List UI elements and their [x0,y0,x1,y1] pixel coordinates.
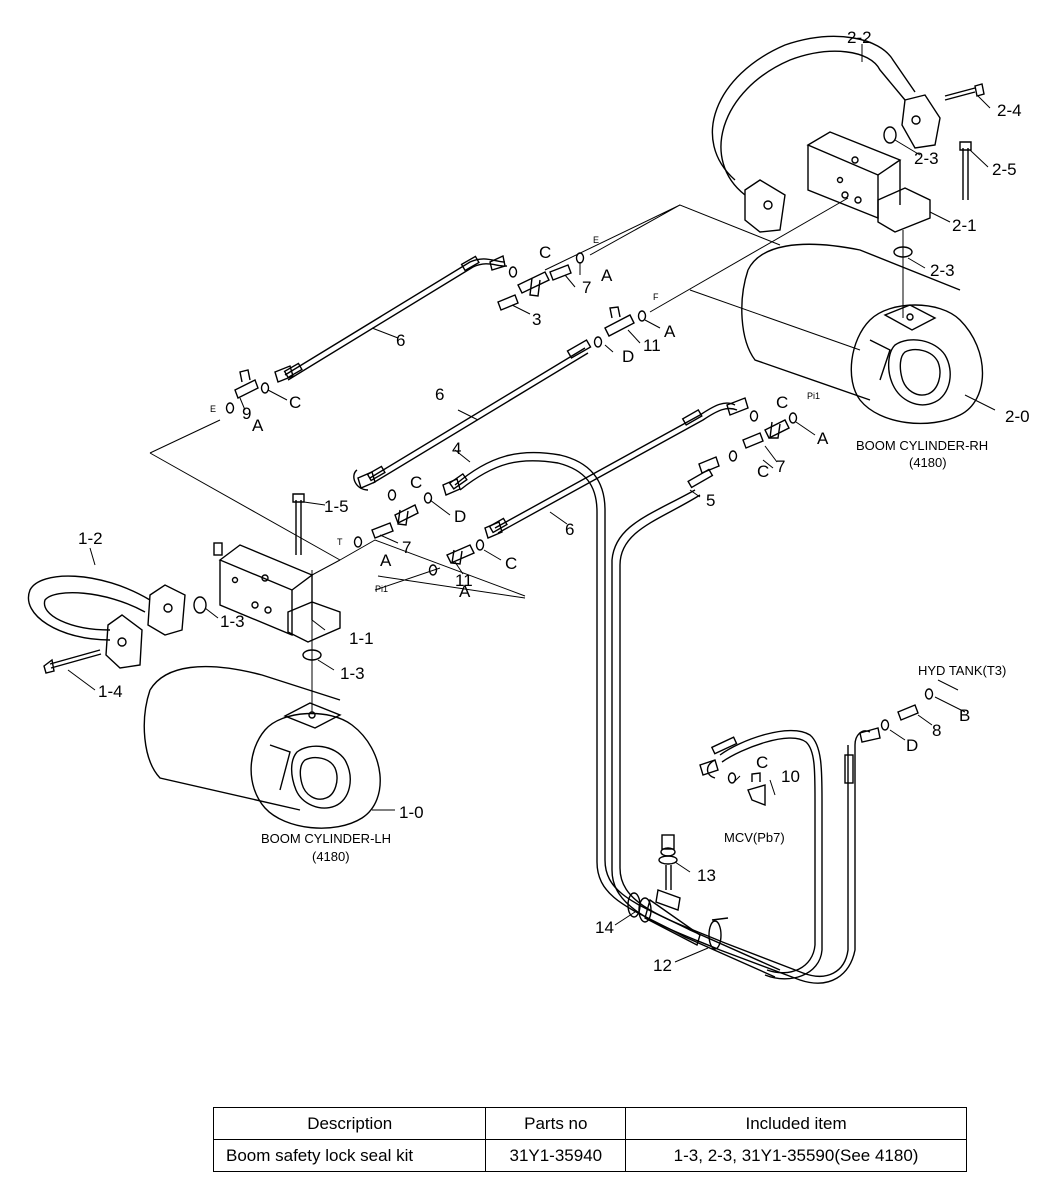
boom-cylinder-rh-ref: (4180) [909,455,947,470]
clamp-assembly [627,834,729,950]
label-seal-c: C [410,473,422,492]
hose-6-middle [353,339,592,491]
boom-cylinder-lh-label: BOOM CYLINDER-LH [261,831,391,846]
label-2-0: 2-0 [1005,407,1030,426]
cell-parts-no: 31Y1-35940 [485,1139,627,1172]
label-1-5: 1-5 [324,497,349,516]
label-3: 3 [532,310,541,329]
reference-lines [149,197,904,712]
part-labels: 2-2 2-4 2-3 2-5 2-1 2-3 2-0 1-5 1-2 1-3 … [78,28,1030,975]
label-seal-a: A [601,266,613,285]
cell-description: Boom safety lock seal kit [212,1139,487,1172]
label-2-5: 2-5 [992,160,1017,179]
label-seal-a: A [817,429,829,448]
header-description: Description [212,1107,487,1140]
boom-cylinder-lh [143,665,381,829]
hose-mcv [706,729,823,980]
label-2-3: 2-3 [930,261,955,280]
seal-kit-table: Description Parts no Included item Boom … [212,1107,967,1172]
leader-lines [67,44,996,963]
label-2-3: 2-3 [914,149,939,168]
seal-labels: A A A A A A B C C C C C C C D D D [252,243,970,772]
label-1-2: 1-2 [78,529,103,548]
label-1-4: 1-4 [98,682,123,701]
label-seal-c: C [776,393,788,412]
label-7: 7 [582,278,591,297]
label-seal-c: C [756,753,768,772]
label-seal-a: A [380,551,392,570]
label-seal-d: D [906,736,918,755]
port-pi1: Pi1 [807,391,820,401]
callouts: BOOM CYLINDER-RH (4180) BOOM CYLINDER-LH… [261,438,1006,864]
hyd-tank-label: HYD TANK(T3) [918,663,1006,678]
header-parts-no: Parts no [485,1107,627,1140]
label-5: 5 [706,491,715,510]
label-2-4: 2-4 [997,101,1022,120]
label-7: 7 [776,457,785,476]
label-8: 8 [932,721,941,740]
label-1-0: 1-0 [399,803,424,822]
label-seal-d: D [622,347,634,366]
pipe-1-2 [27,575,186,669]
label-14: 14 [595,918,614,937]
port-pi1: Pi1 [375,584,388,594]
o-rings [225,252,934,784]
hose-6-upper [283,255,508,381]
fittings [234,254,919,807]
label-1-1: 1-1 [349,629,374,648]
label-seal-c: C [505,554,517,573]
label-13: 13 [697,866,716,885]
label-seal-d: D [454,507,466,526]
label-11: 11 [643,336,661,355]
port-t: T [337,537,343,547]
port-f: F [653,292,659,302]
hose-4 [448,451,781,978]
port-e: E [593,235,599,245]
table-row: Boom safety lock seal kit 31Y1-35940 1-3… [212,1139,967,1172]
port-labels: E E F T Pi1 Pi1 [210,235,820,594]
cell-included-item: 1-3, 2-3, 31Y1-35590(See 4180) [625,1139,967,1172]
label-seal-c: C [539,243,551,262]
label-seal-a: A [252,416,264,435]
pipe-2-2 [711,35,941,233]
label-seal-c: C [289,393,301,412]
label-1-3: 1-3 [220,612,245,631]
label-7: 7 [402,538,411,557]
table-header-row: Description Parts no Included item [212,1107,967,1140]
label-6: 6 [565,520,574,539]
label-seal-c: C [757,462,769,481]
label-4: 4 [452,439,461,458]
boom-cylinder-rh-label: BOOM CYLINDER-RH [856,438,988,453]
boom-cylinder-lh-ref: (4180) [312,849,350,864]
label-10: 10 [781,767,800,786]
label-2-2: 2-2 [847,28,872,47]
label-12: 12 [653,956,672,975]
label-2-1: 2-1 [952,216,977,235]
label-seal-b: B [959,706,970,725]
label-seal-a: A [459,582,471,601]
valve-block-2-1 [806,131,931,233]
label-1-3: 1-3 [340,664,365,683]
label-6: 6 [396,331,405,350]
label-9: 9 [242,404,251,423]
port-e: E [210,404,216,414]
label-11: 11 [455,571,473,590]
boom-cylinder-rh [741,243,984,425]
label-seal-a: A [664,322,676,341]
header-included-item: Included item [625,1107,967,1140]
label-6: 6 [435,385,444,404]
mcv-label: MCV(Pb7) [724,830,785,845]
